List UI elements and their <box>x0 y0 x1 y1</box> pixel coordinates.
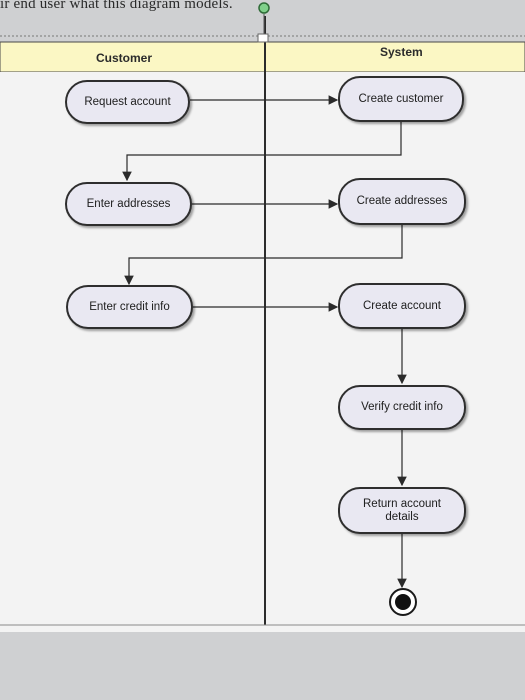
node-verify-credit-info: Verify credit info <box>338 385 466 430</box>
start-node <box>258 2 270 14</box>
node-request-account: Request account <box>65 80 190 124</box>
page-caption: ir end user what this diagram models. <box>0 0 233 12</box>
node-create-addresses: Create addresses <box>338 178 466 225</box>
lane-handle <box>257 33 269 43</box>
lane-body <box>0 72 525 632</box>
node-return-account-details: Return account details <box>338 487 466 534</box>
node-create-account: Create account <box>338 283 466 329</box>
flow-create-addresses-to-enter-credit <box>124 225 403 286</box>
lane-title-system: System <box>380 45 423 59</box>
node-create-customer: Create customer <box>338 76 464 122</box>
flow-create-customer-to-enter-addresses <box>122 122 402 182</box>
lane-header-band <box>0 41 525 73</box>
lane-title-customer: Customer <box>96 51 153 65</box>
node-enter-credit-info: Enter credit info <box>66 285 193 329</box>
node-enter-addresses: Enter addresses <box>65 182 192 226</box>
end-node-dot <box>395 594 411 610</box>
